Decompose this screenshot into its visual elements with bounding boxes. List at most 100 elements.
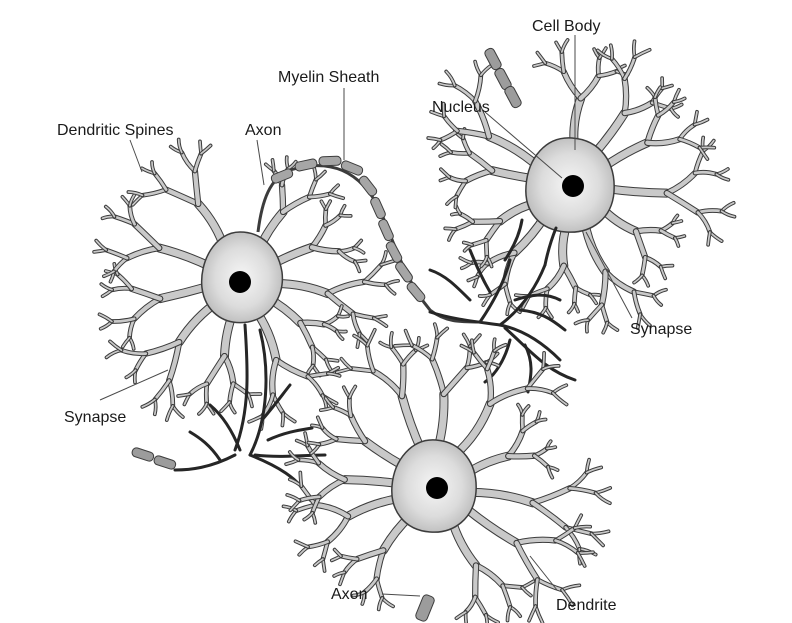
dendrite-branch bbox=[309, 223, 328, 250]
myelin-segment bbox=[318, 155, 342, 167]
axon-terminal-right bbox=[428, 218, 577, 394]
dendrite-branch bbox=[545, 263, 566, 291]
dendrite-branch bbox=[487, 386, 530, 406]
dendrite-branch bbox=[303, 511, 314, 521]
dendrite-branch bbox=[436, 327, 449, 339]
dendrite-branch bbox=[568, 486, 597, 495]
dendrite-branch bbox=[661, 84, 673, 90]
dendrite-branch bbox=[95, 239, 108, 251]
label-myelin-sheath: Myelin Sheath bbox=[278, 69, 379, 86]
dendrite-branch bbox=[307, 441, 321, 446]
dendrite-branch bbox=[473, 73, 483, 103]
dendrite-branch bbox=[325, 200, 332, 210]
dendrite-branch bbox=[561, 69, 583, 101]
dendrite-branch bbox=[576, 552, 586, 567]
dendrite-branch bbox=[561, 589, 574, 607]
dendrite-branch bbox=[470, 218, 503, 224]
dendrite-branch bbox=[533, 454, 550, 469]
dendrite-branch bbox=[654, 86, 662, 99]
dendrite-branch bbox=[698, 146, 709, 160]
dendrite-branch bbox=[372, 317, 388, 327]
dendrite-branch bbox=[468, 488, 537, 507]
dendrite-branch bbox=[100, 283, 113, 291]
dendrite-branch bbox=[348, 413, 368, 444]
dendrite-branch bbox=[542, 365, 560, 370]
myelin-segment bbox=[270, 168, 294, 184]
dendrite-branch bbox=[596, 56, 601, 78]
dendrite-branch bbox=[325, 514, 351, 544]
dendrite-branch bbox=[362, 263, 383, 284]
dendrite-branch bbox=[514, 537, 558, 546]
dendrite-branch bbox=[445, 70, 456, 87]
dendrite-branch bbox=[586, 303, 604, 322]
dendrite-branch bbox=[177, 138, 183, 154]
dendrite-branch bbox=[327, 372, 341, 377]
dendrite-branch bbox=[440, 143, 452, 154]
dendrite-branch bbox=[98, 313, 113, 323]
dendrite-branch bbox=[478, 293, 491, 297]
dendrite-branch bbox=[589, 293, 598, 305]
dendrite-branch bbox=[459, 257, 472, 264]
myelin-segment-right bbox=[484, 47, 522, 109]
dendrite-branch bbox=[324, 397, 335, 409]
dendrite-branch bbox=[120, 348, 148, 356]
dendrite-branch bbox=[132, 222, 162, 251]
label-cell-body: Cell Body bbox=[532, 18, 600, 35]
dendrite-branch bbox=[633, 274, 643, 284]
dendrite-branch bbox=[484, 238, 489, 259]
dendrite-branch bbox=[310, 345, 315, 367]
dendrite-branch bbox=[316, 416, 324, 429]
neuron-left bbox=[92, 137, 400, 502]
dendrite-branch bbox=[335, 330, 344, 340]
neuron-right bbox=[426, 38, 737, 335]
dendrite-branch bbox=[389, 345, 405, 366]
dendrite-branch bbox=[678, 123, 696, 141]
dendrite-branch bbox=[337, 315, 349, 318]
dendrite-branch bbox=[222, 353, 236, 386]
dendrite-branch bbox=[664, 170, 698, 196]
myelin-segment bbox=[340, 160, 364, 176]
dendrite-branch bbox=[467, 275, 479, 282]
myelin-segment bbox=[370, 196, 386, 220]
dendrite-branch bbox=[547, 465, 554, 479]
dendrite-branch bbox=[670, 107, 679, 118]
dendrite-branch bbox=[590, 532, 604, 547]
dendrite-branch bbox=[546, 446, 557, 450]
dendrite-branch bbox=[153, 379, 171, 401]
dendrite-branch bbox=[288, 451, 300, 461]
dendrite-branch bbox=[473, 563, 505, 588]
dendrite-branch bbox=[366, 328, 376, 347]
dendrite-branch bbox=[514, 540, 540, 582]
dendrite-branch bbox=[709, 231, 723, 242]
dendrite-branch bbox=[693, 118, 709, 126]
dendrite-branch bbox=[568, 471, 588, 490]
dendrite-branch bbox=[365, 344, 375, 373]
neuron-bottom bbox=[281, 322, 613, 623]
dendrite-branch bbox=[280, 194, 312, 215]
myelin-segment bbox=[294, 158, 318, 172]
dendrite-branch bbox=[720, 210, 736, 218]
dendrite-branch bbox=[602, 321, 609, 334]
dendrite-branch bbox=[394, 344, 413, 347]
dendrite-branch bbox=[471, 339, 475, 354]
dendrite-branch bbox=[384, 283, 396, 295]
dendrite-branch bbox=[444, 227, 457, 231]
dendrite-branch bbox=[693, 170, 718, 176]
myelinated-axon bbox=[256, 155, 481, 324]
dendrite-branch bbox=[573, 525, 592, 529]
dendrite-branch bbox=[401, 348, 418, 366]
axon-terminal-left bbox=[173, 323, 327, 502]
dendrite-branch bbox=[567, 302, 576, 314]
dendrite-branch bbox=[299, 471, 303, 487]
dendrite-branch bbox=[313, 502, 351, 519]
myelin-segment bbox=[395, 261, 413, 283]
dendrite-branch bbox=[298, 320, 315, 350]
dendrite-branch bbox=[279, 182, 286, 215]
dendrite-branch bbox=[530, 500, 568, 530]
nucleus-left bbox=[229, 271, 251, 293]
dendrite-branch bbox=[128, 193, 136, 207]
dendrite-branch bbox=[537, 306, 547, 319]
dendrite-branch bbox=[353, 247, 365, 254]
dendrite-branch bbox=[180, 151, 197, 173]
nucleus-right bbox=[562, 175, 584, 197]
